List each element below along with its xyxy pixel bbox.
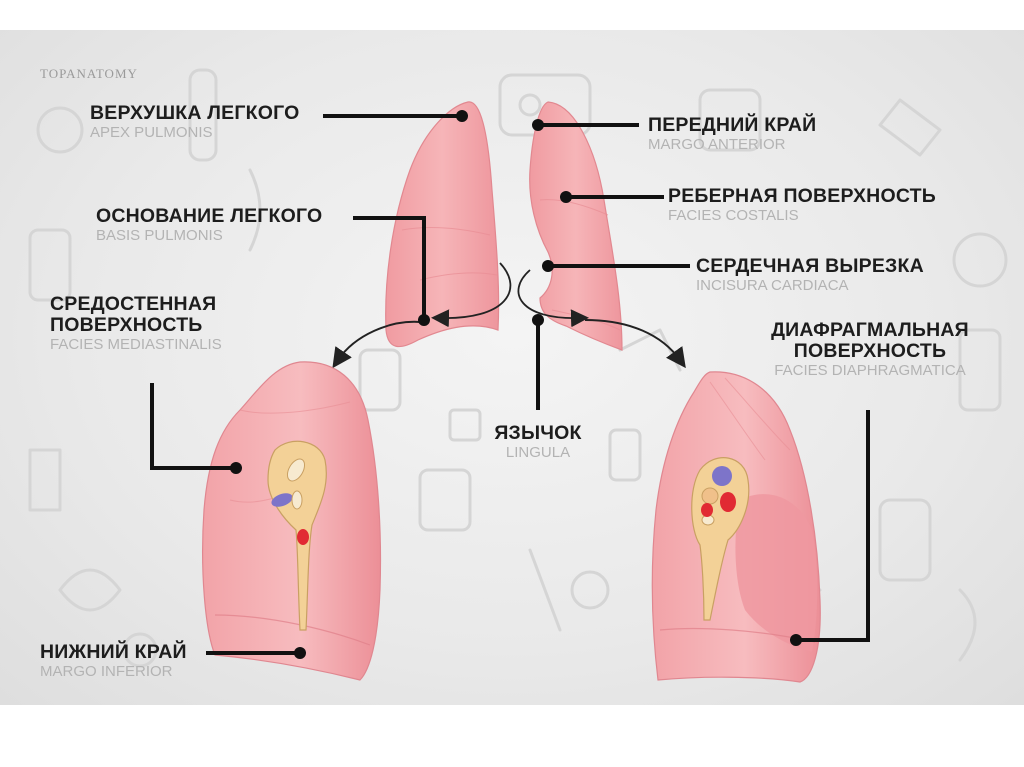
label-anterior-la: MARGO ANTERIOR	[648, 137, 816, 153]
label-basis-la: BASIS PULMONIS	[96, 228, 322, 244]
label-basis-ru: ОСНОВАНИЕ ЛЕГКОГО	[96, 206, 322, 227]
label-apex: ВЕРХУШКА ЛЕГКОГО APEX PULMONIS	[90, 103, 299, 141]
artery-left	[297, 529, 309, 545]
slide-canvas: TOPANATOMY	[0, 30, 1024, 705]
label-inferior-ru: НИЖНИЙ КРАЙ	[40, 642, 187, 663]
vein-right	[712, 466, 732, 486]
label-diaphragmatic: ДИАФРАГМАЛЬНАЯ ПОВЕРХНОСТЬ FACIES DIAPHR…	[752, 320, 988, 379]
label-anterior-ru: ПЕРЕДНИЙ КРАЙ	[648, 115, 816, 136]
label-diaphragmatic-ru-1: ДИАФРАГМАЛЬНАЯ	[752, 320, 988, 341]
top-right-lung	[530, 102, 622, 350]
label-cardiac: СЕРДЕЧНАЯ ВЫРЕЗКА INCISURA CARDIACA	[696, 256, 924, 294]
label-lingula: ЯЗЫЧОК LINGULA	[478, 423, 598, 461]
label-anterior: ПЕРЕДНИЙ КРАЙ MARGO ANTERIOR	[648, 115, 816, 153]
label-lingula-la: LINGULA	[478, 445, 598, 461]
artery-right	[720, 492, 736, 512]
label-apex-ru: ВЕРХУШКА ЛЕГКОГО	[90, 103, 299, 124]
label-mediastinal-ru-1: СРЕДОСТЕННАЯ	[50, 294, 222, 315]
label-costal: РЕБЕРНАЯ ПОВЕРХНОСТЬ FACIES COSTALIS	[668, 186, 936, 224]
label-cardiac-ru: СЕРДЕЧНАЯ ВЫРЕЗКА	[696, 256, 924, 277]
label-diaphragmatic-ru-2: ПОВЕРХНОСТЬ	[752, 341, 988, 362]
label-inferior: НИЖНИЙ КРАЙ MARGO INFERIOR	[40, 642, 187, 680]
label-mediastinal-ru-2: ПОВЕРХНОСТЬ	[50, 315, 222, 336]
label-basis: ОСНОВАНИЕ ЛЕГКОГО BASIS PULMONIS	[96, 206, 322, 244]
label-apex-la: APEX PULMONIS	[90, 125, 299, 141]
label-mediastinal-la: FACIES MEDIASTINALIS	[50, 337, 222, 353]
label-inferior-la: MARGO INFERIOR	[40, 664, 187, 680]
label-mediastinal: СРЕДОСТЕННАЯ ПОВЕРХНОСТЬ FACIES MEDIASTI…	[50, 294, 222, 353]
top-left-lung	[386, 102, 499, 347]
label-lingula-ru: ЯЗЫЧОК	[478, 423, 598, 444]
label-costal-ru: РЕБЕРНАЯ ПОВЕРХНОСТЬ	[668, 186, 936, 207]
label-cardiac-la: INCISURA CARDIACA	[696, 278, 924, 294]
label-diaphragmatic-la: FACIES DIAPHRAGMATICA	[752, 363, 988, 379]
label-costal-la: FACIES COSTALIS	[668, 208, 936, 224]
artery-right-2	[701, 503, 713, 517]
